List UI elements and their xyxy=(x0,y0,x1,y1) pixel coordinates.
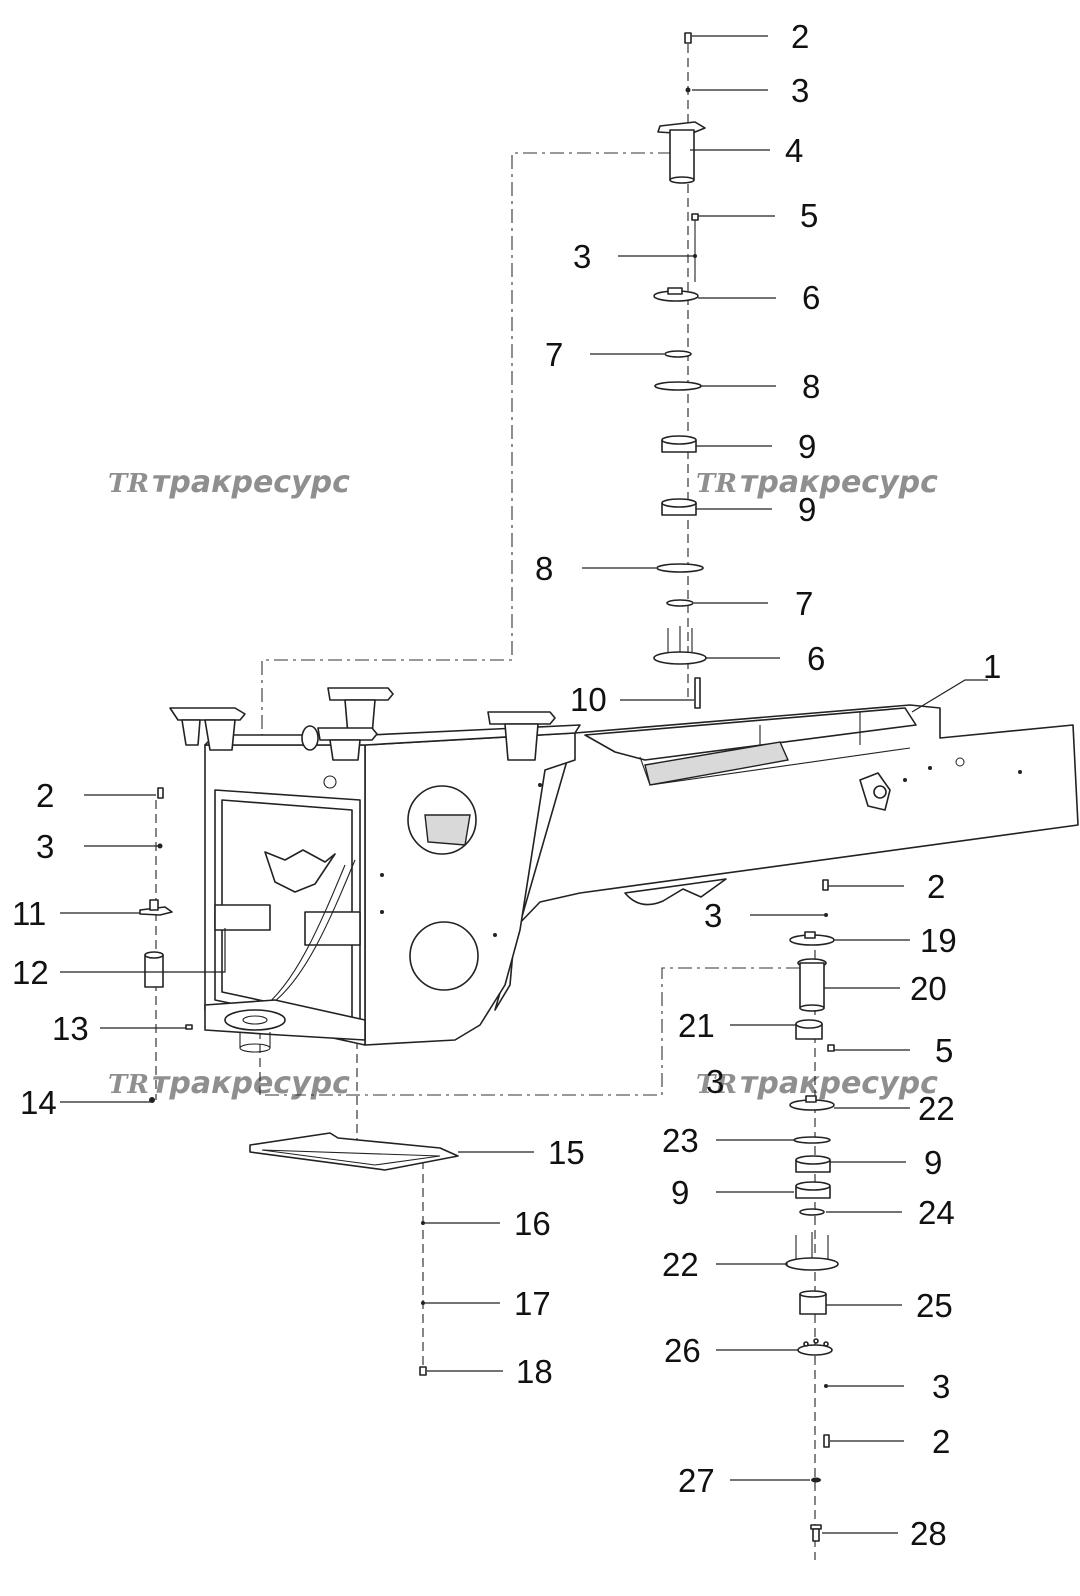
watermark-bottom-left: TR тракресурс xyxy=(108,1066,350,1101)
callout-19: 19 xyxy=(920,922,957,959)
watermark-logo: TR xyxy=(696,1070,737,1100)
callout-16: 16 xyxy=(514,1205,551,1242)
callout-2: 2 xyxy=(932,1423,950,1460)
left-pin-stack xyxy=(139,787,193,1103)
callout-labels: 2 3 4 5 3 6 7 8 9 9 8 7 6 10 1 2 3 11 12… xyxy=(12,18,1001,1552)
callout-26: 26 xyxy=(664,1332,701,1369)
callout-3: 3 xyxy=(706,1063,724,1100)
callout-1: 1 xyxy=(983,648,1001,685)
main-frame xyxy=(169,687,1079,1053)
callout-5: 5 xyxy=(935,1032,953,1069)
leader-lines xyxy=(60,35,988,1534)
callout-9: 9 xyxy=(924,1144,942,1181)
center-lines xyxy=(155,44,816,1560)
watermark-logo: TR xyxy=(108,469,149,499)
callout-13: 13 xyxy=(52,1010,89,1047)
callout-7: 7 xyxy=(795,585,813,622)
callout-8: 8 xyxy=(802,368,820,405)
callout-9: 9 xyxy=(671,1174,689,1211)
skid-plate-fasteners xyxy=(419,1221,427,1376)
callout-2: 2 xyxy=(36,777,54,814)
watermark-text: тракресурс xyxy=(152,1066,350,1101)
bottom-pivot-stack xyxy=(785,879,839,1542)
callout-18: 18 xyxy=(516,1353,553,1390)
callout-8: 8 xyxy=(535,550,553,587)
watermark-text: тракресурс xyxy=(740,465,938,500)
callout-7: 7 xyxy=(545,336,563,373)
callout-4: 4 xyxy=(785,132,803,169)
callout-24: 24 xyxy=(918,1194,955,1231)
callout-14: 14 xyxy=(20,1084,57,1121)
top-pivot-stack xyxy=(653,32,707,709)
callout-17: 17 xyxy=(514,1285,551,1322)
callout-27: 27 xyxy=(678,1462,715,1499)
callout-6: 6 xyxy=(802,279,820,316)
watermark-text: тракресурс xyxy=(152,465,350,500)
skid-plate xyxy=(249,1132,459,1171)
callout-21: 21 xyxy=(678,1007,715,1044)
callout-12: 12 xyxy=(12,954,49,991)
callout-23: 23 xyxy=(662,1122,699,1159)
callout-11: 11 xyxy=(12,895,46,932)
callout-2: 2 xyxy=(927,868,945,905)
callout-9: 9 xyxy=(798,428,816,465)
callout-25: 25 xyxy=(916,1287,953,1324)
callout-2: 2 xyxy=(791,18,809,55)
watermark-text: тракресурс xyxy=(740,1066,938,1101)
watermark-logo: TR xyxy=(696,469,737,499)
callout-22: 22 xyxy=(662,1246,699,1283)
watermark-bottom-right: TR тракресурс xyxy=(696,1066,938,1101)
callout-9: 9 xyxy=(798,491,816,528)
callout-6: 6 xyxy=(807,640,825,677)
callout-3: 3 xyxy=(573,238,591,275)
callout-20: 20 xyxy=(910,970,947,1007)
callout-3: 3 xyxy=(932,1368,950,1405)
watermark-top-left: TR тракресурс xyxy=(108,465,350,500)
callout-22: 22 xyxy=(918,1090,955,1127)
watermark-top-right: TR тракресурс xyxy=(696,465,938,500)
watermark-logo: TR xyxy=(108,1070,149,1100)
callout-3: 3 xyxy=(791,72,809,109)
callout-15: 15 xyxy=(548,1134,585,1171)
callout-3: 3 xyxy=(704,897,722,934)
callout-3: 3 xyxy=(36,828,54,865)
callout-10: 10 xyxy=(570,681,607,718)
callout-28: 28 xyxy=(910,1515,947,1552)
callout-5: 5 xyxy=(800,197,818,234)
